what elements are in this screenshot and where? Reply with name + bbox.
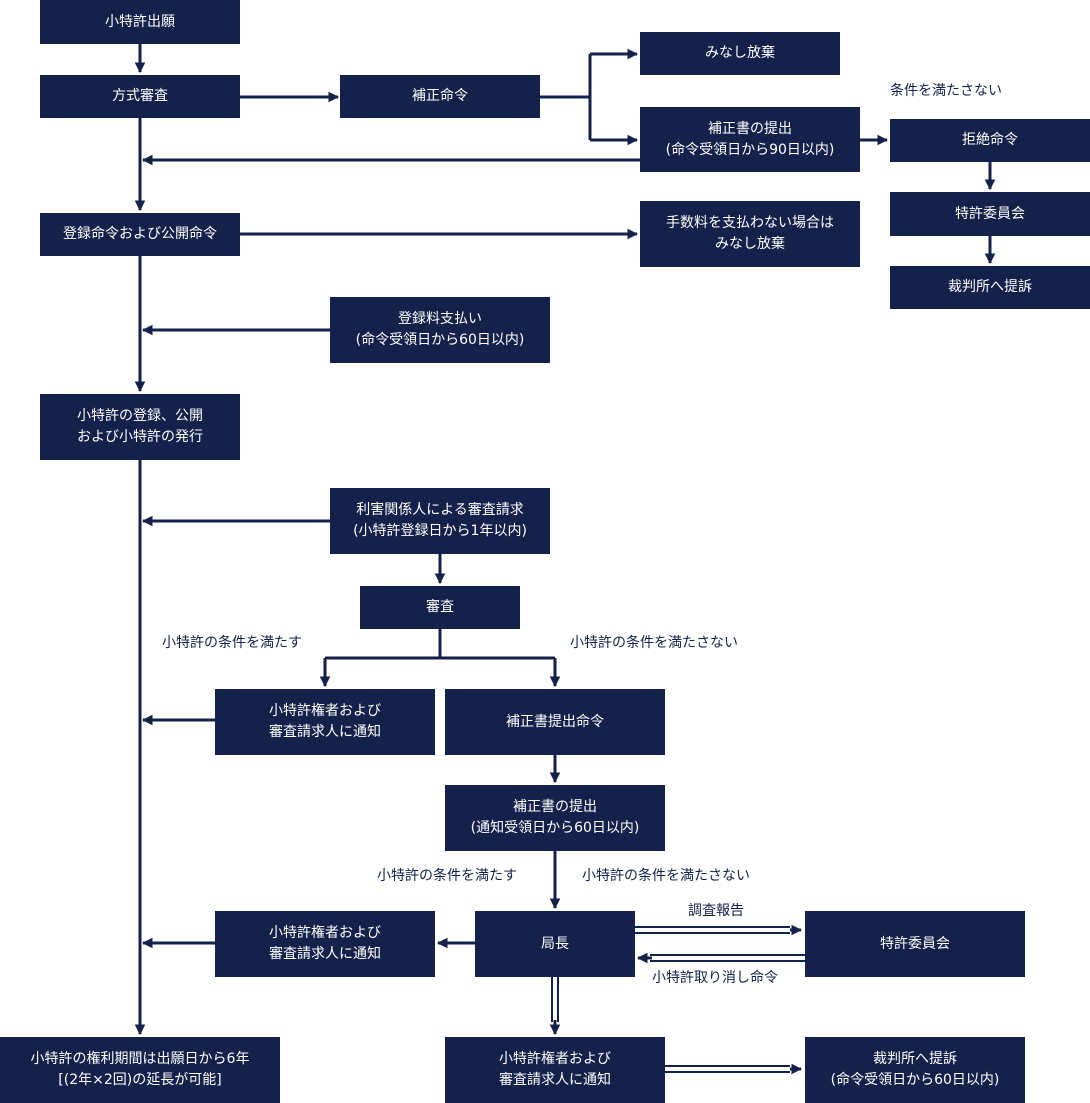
node-registration-fee: 登録料支払い (命令受領日から60日以内) (330, 297, 550, 363)
node-appeal-court-2: 裁判所へ提訴 (命令受領日から60日以内) (805, 1037, 1025, 1103)
label-not-met-1: 条件を満たさない (890, 83, 1002, 99)
node-registration-issue: 小特許の登録、公開 および小特許の発行 (40, 394, 240, 460)
node-correction-submit-order: 補正書提出命令 (445, 689, 665, 755)
node-rejection-order: 拒絶命令 (890, 119, 1090, 162)
node-application: 小特許出願 (40, 0, 240, 44)
node-notify-1: 小特許権者および 審査請求人に通知 (215, 689, 435, 755)
node-examination: 審査 (360, 586, 520, 629)
label-investigation-report: 調査報告 (688, 903, 744, 919)
label-revocation-order: 小特許取り消し命令 (652, 970, 778, 986)
node-term: 小特許の権利期間は出願日から6年 [(2年×2回)の延長が可能] (0, 1037, 280, 1103)
node-fee-unpaid-abandon: 手数料を支払わない場合は みなし放棄 (640, 201, 860, 267)
node-appeal-court-1: 裁判所へ提訴 (890, 266, 1090, 309)
label-met-1: 小特許の条件を満たす (162, 635, 302, 651)
node-deemed-abandon: みなし放棄 (640, 32, 840, 75)
node-director-general: 局長 (475, 911, 635, 977)
label-not-met-2: 小特許の条件を満たさない (570, 635, 738, 651)
label-met-2: 小特許の条件を満たす (377, 868, 517, 884)
node-correction-order: 補正命令 (340, 75, 540, 118)
node-notify-3: 小特許権者および 審査請求人に通知 (445, 1037, 665, 1103)
node-exam-request: 利害関係人による審査請求 (小特許登録日から1年以内) (330, 488, 550, 554)
node-formality-exam: 方式審査 (40, 75, 240, 118)
node-correction-submit-2: 補正書の提出 (通知受領日から60日以内) (445, 785, 665, 851)
node-patent-committee-1: 特許委員会 (890, 192, 1090, 236)
label-not-met-3: 小特許の条件を満たさない (582, 868, 750, 884)
node-patent-committee-2: 特許委員会 (805, 911, 1025, 977)
node-registration-publication-order: 登録命令および公開命令 (40, 213, 240, 256)
node-correction-submit-1: 補正書の提出 (命令受領日から90日以内) (640, 107, 860, 172)
node-notify-2: 小特許権者および 審査請求人に通知 (215, 911, 435, 977)
